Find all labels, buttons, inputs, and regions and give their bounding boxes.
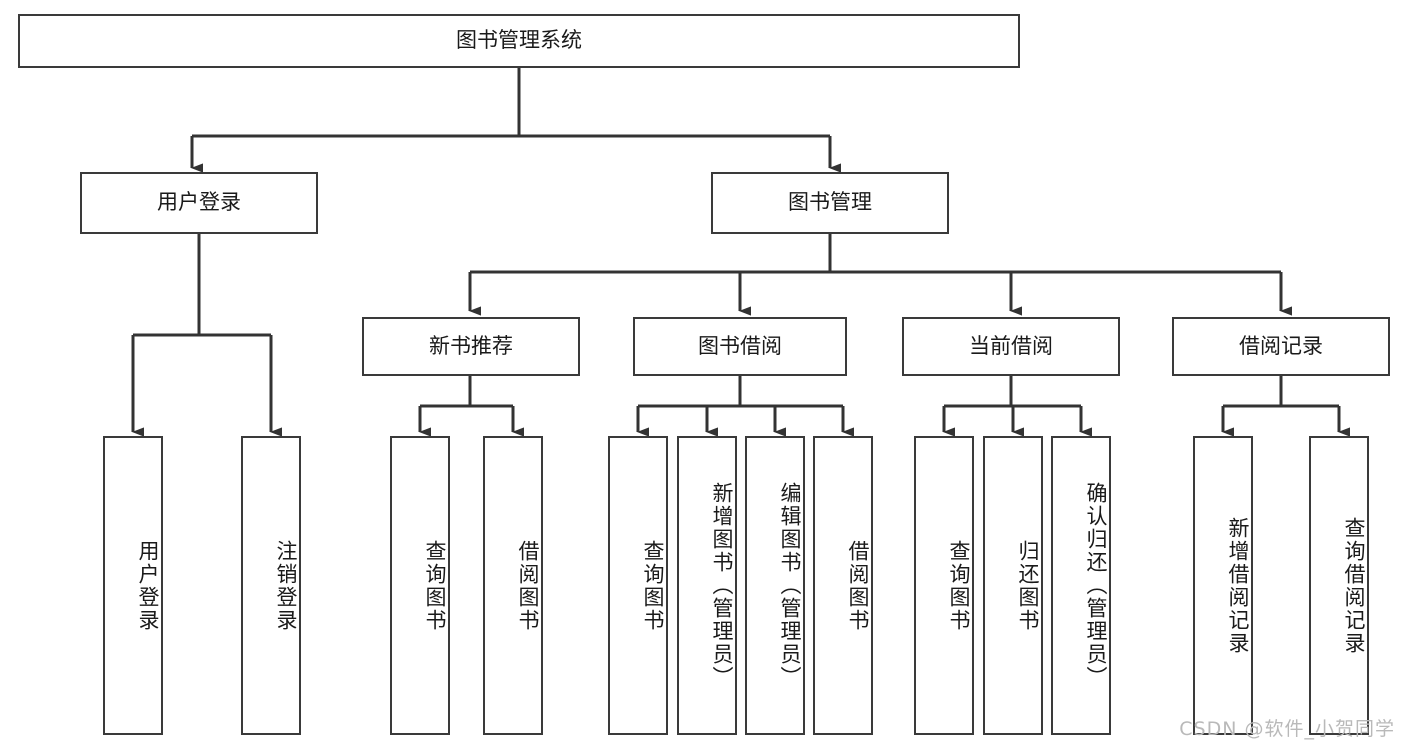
node-book-borrow[interactable]: 图书借阅 bbox=[633, 317, 847, 376]
node-leaf-borrow-book-2[interactable]: 借阅图书 bbox=[813, 436, 873, 735]
node-leaf-borrow-book-1[interactable]: 借阅图书 bbox=[483, 436, 543, 735]
node-current-borrow[interactable]: 当前借阅 bbox=[902, 317, 1120, 376]
node-leaf-query-book-1[interactable]: 查询图书 bbox=[390, 436, 450, 735]
node-leaf-user-logout-label: 注销登录 bbox=[274, 539, 298, 632]
node-leaf-borrow-book-2-label: 借阅图书 bbox=[846, 539, 870, 632]
node-leaf-edit-book-label: 编辑图书（管理员） bbox=[778, 482, 802, 689]
node-leaf-user-login[interactable]: 用户登录 bbox=[103, 436, 163, 735]
node-leaf-user-logout[interactable]: 注销登录 bbox=[241, 436, 301, 735]
node-leaf-query-book-1-label: 查询图书 bbox=[423, 539, 447, 632]
node-leaf-edit-book[interactable]: 编辑图书（管理员） bbox=[745, 436, 805, 735]
node-leaf-query-record-label: 查询借阅记录 bbox=[1342, 516, 1366, 655]
node-current-borrow-label: 当前借阅 bbox=[969, 333, 1053, 358]
node-root[interactable]: 图书管理系统 bbox=[18, 14, 1020, 68]
node-leaf-return-book[interactable]: 归还图书 bbox=[983, 436, 1043, 735]
node-user-login[interactable]: 用户登录 bbox=[80, 172, 318, 234]
node-leaf-return-book-label: 归还图书 bbox=[1016, 539, 1040, 632]
node-leaf-add-book[interactable]: 新增图书（管理员） bbox=[677, 436, 737, 735]
node-leaf-query-record[interactable]: 查询借阅记录 bbox=[1309, 436, 1369, 735]
node-leaf-user-login-label: 用户登录 bbox=[136, 539, 160, 632]
node-book-manage-label: 图书管理 bbox=[788, 190, 872, 215]
node-leaf-query-book-3-label: 查询图书 bbox=[947, 539, 971, 632]
node-root-label: 图书管理系统 bbox=[456, 28, 582, 53]
node-leaf-confirm-return-label: 确认归还（管理员） bbox=[1084, 482, 1108, 689]
node-leaf-query-book-3[interactable]: 查询图书 bbox=[914, 436, 974, 735]
node-leaf-add-record[interactable]: 新增借阅记录 bbox=[1193, 436, 1253, 735]
node-leaf-confirm-return[interactable]: 确认归还（管理员） bbox=[1051, 436, 1111, 735]
node-leaf-query-book-2[interactable]: 查询图书 bbox=[608, 436, 668, 735]
node-user-login-label: 用户登录 bbox=[157, 190, 241, 215]
node-leaf-add-record-label: 新增借阅记录 bbox=[1226, 516, 1250, 655]
node-book-borrow-label: 图书借阅 bbox=[698, 333, 782, 358]
node-leaf-add-book-label: 新增图书（管理员） bbox=[710, 482, 734, 689]
node-borrow-record[interactable]: 借阅记录 bbox=[1172, 317, 1390, 376]
node-book-manage[interactable]: 图书管理 bbox=[711, 172, 949, 234]
node-new-book-rec[interactable]: 新书推荐 bbox=[362, 317, 580, 376]
node-borrow-record-label: 借阅记录 bbox=[1239, 333, 1323, 358]
node-new-book-rec-label: 新书推荐 bbox=[429, 333, 513, 358]
node-leaf-borrow-book-1-label: 借阅图书 bbox=[516, 539, 540, 632]
node-leaf-query-book-2-label: 查询图书 bbox=[641, 539, 665, 632]
